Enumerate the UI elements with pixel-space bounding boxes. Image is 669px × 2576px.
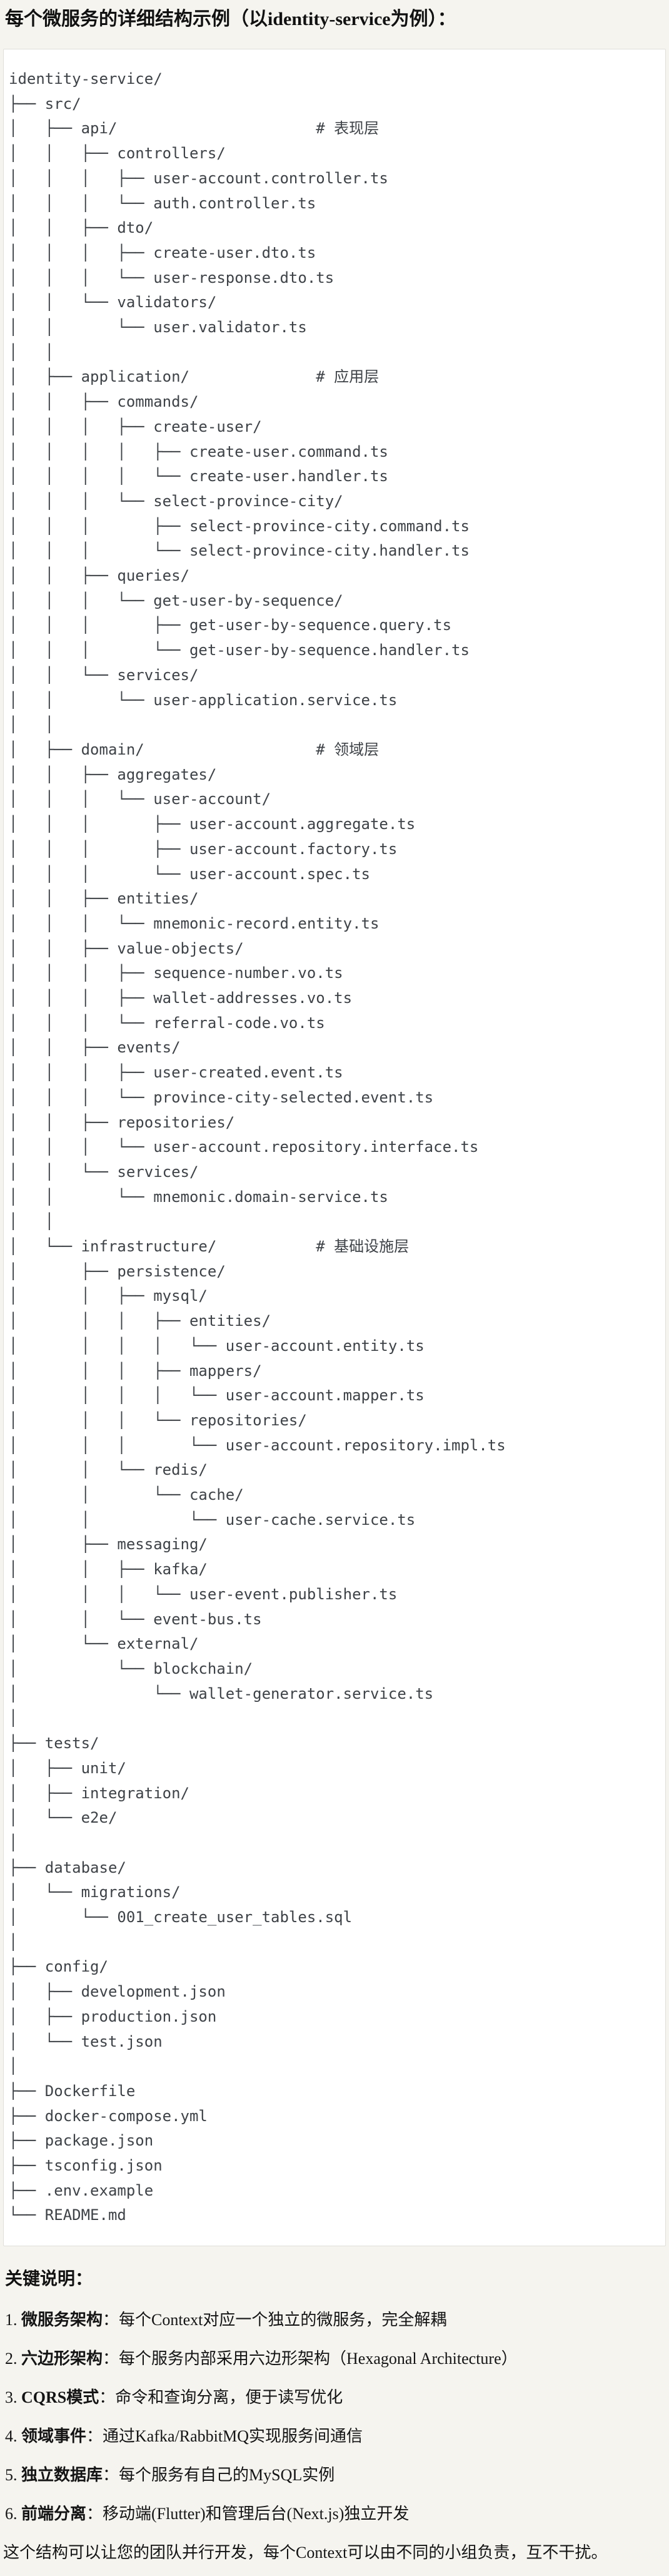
note-item: 2. 六边形架构：每个服务内部采用六边形架构（Hexagonal Archite…: [5, 2348, 664, 2370]
page: 每个微服务的详细结构示例（以identity-service为例）： ident…: [0, 8, 669, 2563]
note-text: ：每个服务内部采用六边形架构（Hexagonal Architecture）: [103, 2349, 518, 2368]
note-item: 1. 微服务架构：每个Context对应一个独立的微服务，完全解耦: [5, 2309, 664, 2331]
note-number: 2.: [5, 2349, 21, 2368]
code-block: identity-service/ ├── src/ │ ├── api/ # …: [3, 49, 666, 2247]
note-text: ：移动端(Flutter)和管理后台(Next.js)独立开发: [86, 2505, 410, 2523]
note-term: 前端分离: [21, 2505, 87, 2523]
note-number: 6.: [5, 2505, 21, 2523]
note-text: ：命令和查询分离，便于读写优化: [99, 2388, 343, 2407]
note-text: ：通过Kafka/RabbitMQ实现服务间通信: [86, 2427, 363, 2446]
note-number: 1.: [5, 2311, 21, 2329]
notes-heading: 关键说明：: [5, 2269, 93, 2289]
page-title: 每个微服务的详细结构示例（以identity-service为例）：: [5, 9, 456, 29]
note-number: 5.: [5, 2466, 21, 2485]
note-term: 领域事件: [21, 2427, 87, 2446]
closing-paragraph: 这个结构可以让您的团队并行开发，每个Context可以由不同的小组负责，互不干扰…: [3, 2543, 608, 2562]
note-text: ：每个服务有自己的MySQL实例: [103, 2466, 335, 2485]
note-text: ：每个Context对应一个独立的微服务，完全解耦: [103, 2311, 447, 2329]
note-number: 4.: [5, 2427, 21, 2446]
note-term: CQRS模式: [21, 2388, 99, 2407]
notes-list: 1. 微服务架构：每个Context对应一个独立的微服务，完全解耦 2. 六边形架…: [5, 2309, 664, 2525]
note-item: 3. CQRS模式：命令和查询分离，便于读写优化: [5, 2386, 664, 2408]
note-item: 5. 独立数据库：每个服务有自己的MySQL实例: [5, 2464, 664, 2486]
directory-tree: identity-service/ ├── src/ │ ├── api/ # …: [9, 70, 506, 2224]
note-item: 6. 前端分离：移动端(Flutter)和管理后台(Next.js)独立开发: [5, 2503, 664, 2525]
note-item: 4. 领域事件：通过Kafka/RabbitMQ实现服务间通信: [5, 2425, 664, 2447]
note-term: 六边形架构: [21, 2349, 103, 2368]
note-term: 独立数据库: [21, 2466, 103, 2485]
note-number: 3.: [5, 2388, 21, 2407]
note-term: 微服务架构: [21, 2311, 103, 2329]
